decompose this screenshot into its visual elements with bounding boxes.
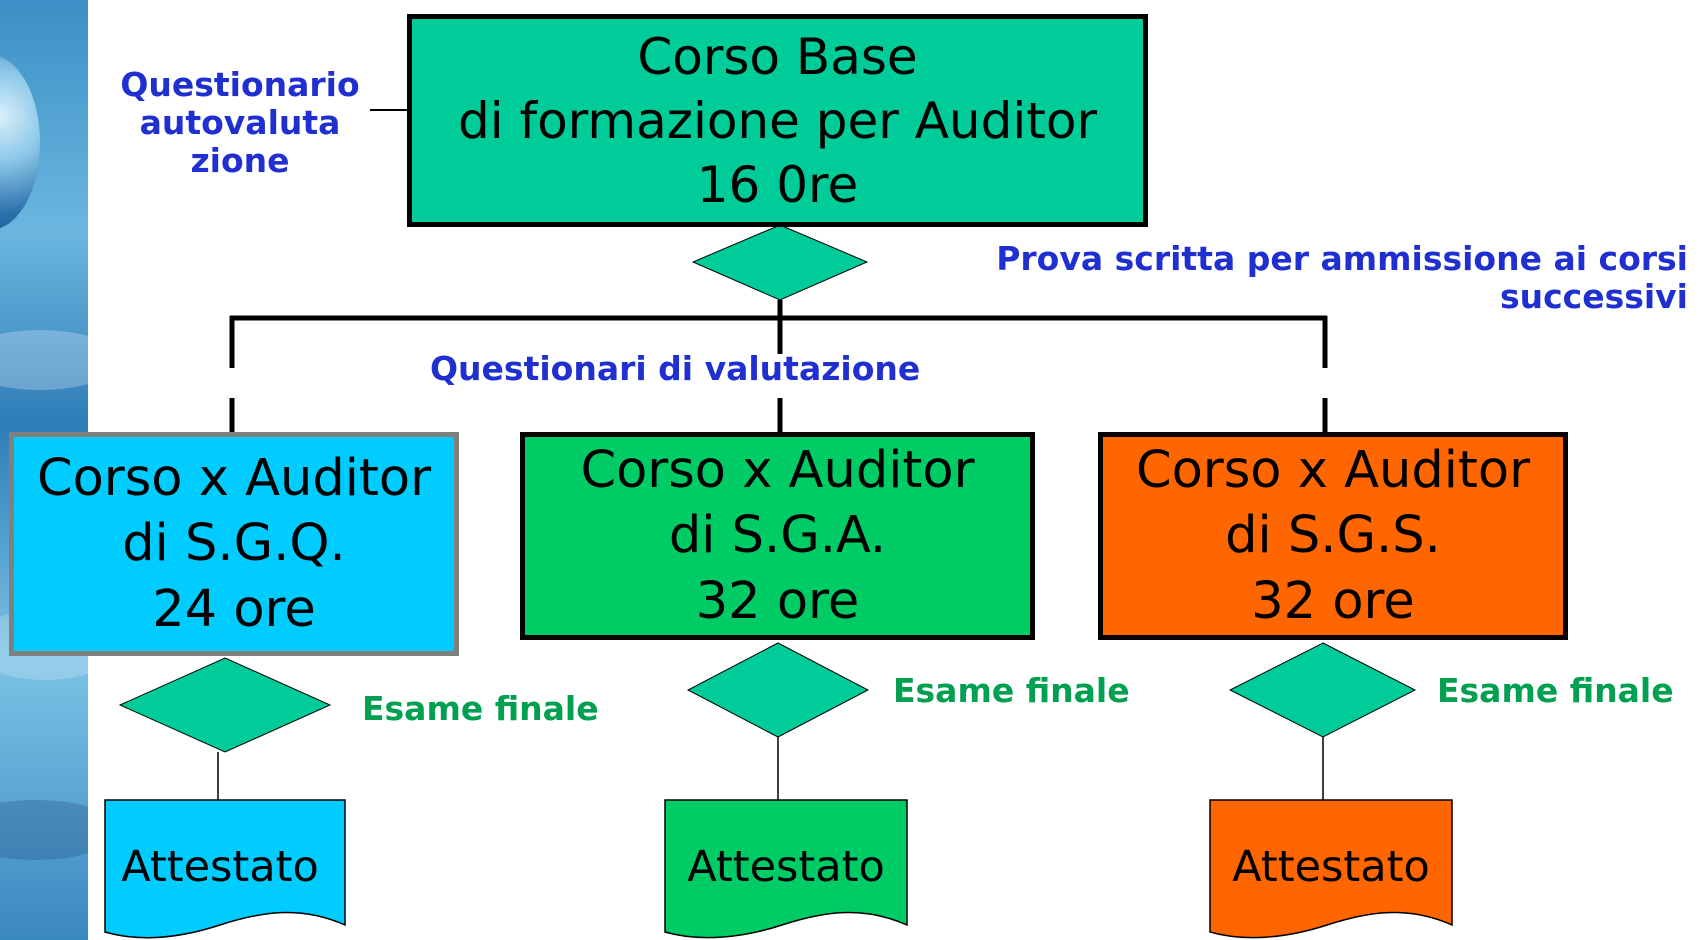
course-system: di S.G.S.: [1225, 506, 1441, 566]
evaluation-questionnaires-label: Questionari di valutazione: [430, 349, 921, 388]
certificate-document-sga: [664, 799, 908, 939]
course-box-sgs: Corso x Auditor di S.G.S. 32 ore: [1098, 432, 1568, 640]
course-title: Corso x Auditor: [580, 441, 975, 501]
main-course-subtitle: di formazione per Auditor: [457, 91, 1098, 150]
certificate-label-sgq: Attestato: [121, 842, 319, 892]
certificate-document-sgq: [104, 799, 346, 939]
wave-graphic: [0, 800, 88, 860]
course-system: di S.G.Q.: [122, 514, 346, 574]
admission-test-label: Prova scritta per ammissione ai corsi su…: [996, 240, 1688, 316]
course-system: di S.G.A.: [668, 506, 887, 566]
wave-graphic: [0, 330, 88, 390]
main-course-hours: 16 0re: [696, 155, 859, 214]
decision-final-exam-sgq: [118, 657, 332, 753]
certificate-document-sgs: [1209, 799, 1453, 939]
admission-test-line2: successivi: [1499, 276, 1688, 316]
course-hours: 32 ore: [695, 571, 860, 631]
decision-final-exam-sgs: [1228, 642, 1417, 738]
certificate-label-sga: Attestato: [687, 842, 885, 892]
main-course-box: Corso Base di formazione per Auditor 16 …: [407, 14, 1148, 227]
self-assessment-line1: Questionario: [120, 65, 360, 104]
course-title: Corso x Auditor: [1135, 441, 1531, 501]
course-hours: 24 ore: [152, 579, 316, 639]
main-course-title: Corso Base: [637, 27, 918, 86]
self-assessment-label: Questionario autovaluta zione: [95, 66, 385, 180]
course-hours: 32 ore: [1251, 571, 1415, 631]
final-exam-label-sga: Esame finale: [893, 671, 1130, 710]
decision-final-exam-sga: [686, 642, 870, 738]
course-title: Corso x Auditor: [36, 449, 432, 509]
decision-admission-test: [691, 224, 869, 301]
admission-test-line1: Prova scritta per ammissione ai corsi: [996, 239, 1688, 278]
self-assessment-line3: zione: [190, 140, 290, 180]
course-box-sga: Corso x Auditor di S.G.A. 32 ore: [520, 432, 1035, 640]
final-exam-label-sgq: Esame finale: [362, 689, 599, 728]
certificate-label-sgs: Attestato: [1232, 842, 1430, 892]
self-assessment-line2: autovaluta: [139, 102, 341, 142]
course-box-sgq: Corso x Auditor di S.G.Q. 24 ore: [9, 432, 459, 656]
final-exam-label-sgs: Esame finale: [1437, 671, 1674, 710]
